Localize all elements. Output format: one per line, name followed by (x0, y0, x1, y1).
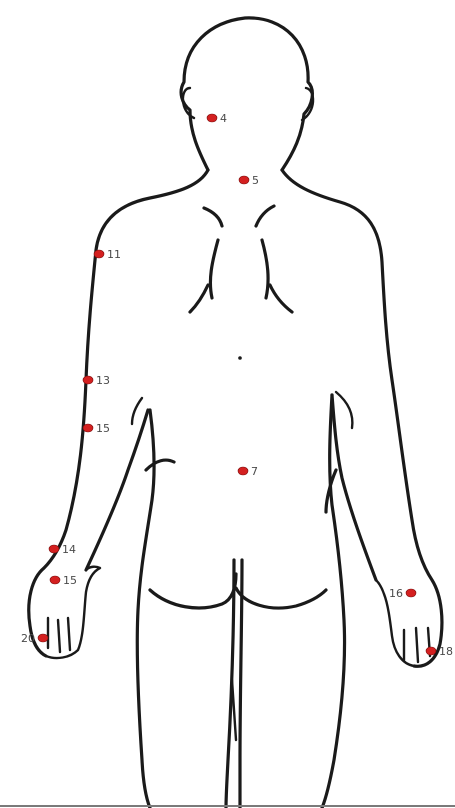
marker-5: 5 (239, 174, 259, 187)
marker-14: 14 (49, 543, 76, 556)
marker-13-dot (83, 376, 93, 384)
right-fingers (404, 628, 430, 662)
marker-15b-dot (50, 576, 60, 584)
marker-15-dot (83, 424, 93, 432)
marker-15b-label: 15 (63, 574, 77, 587)
right-scapula (256, 206, 274, 226)
body-outline (29, 18, 442, 808)
marker-16-dot (406, 589, 416, 597)
marker-5-label: 5 (252, 174, 259, 187)
marker-4: 4 (207, 112, 227, 125)
marker-4-label: 4 (220, 112, 227, 125)
marker-20-label: 20 (21, 632, 35, 645)
left-scapula-lower (210, 240, 218, 298)
marker-14-label: 14 (62, 543, 76, 556)
marker-4-dot (207, 114, 217, 122)
marker-7-label: 7 (251, 465, 258, 478)
marker-20-dot (38, 634, 48, 642)
left-scapula (204, 208, 222, 226)
marker-18-label: 18 (439, 645, 453, 658)
marker-16: 16 (389, 587, 416, 600)
left-scapula-edge (190, 285, 208, 312)
marker-18-dot (426, 647, 436, 655)
marker-15b: 15 (50, 574, 77, 587)
left-fingers (48, 618, 70, 652)
right-scapula-lower (262, 240, 268, 298)
marker-15-label: 15 (96, 422, 110, 435)
spine-dot (238, 356, 242, 360)
marker-20: 20 (21, 632, 48, 645)
right-scapula-edge (270, 285, 292, 312)
marker-5-dot (239, 176, 249, 184)
right-shoulder-arm-outer (282, 170, 442, 666)
marker-7: 7 (238, 465, 258, 478)
left-flank-line (146, 460, 174, 470)
right-elbow-crease (336, 392, 352, 428)
marker-16-label: 16 (389, 587, 403, 600)
marker-13-label: 13 (96, 374, 110, 387)
marker-14-dot (49, 545, 59, 553)
marker-11: 11 (94, 248, 121, 261)
marker-15: 15 (83, 422, 110, 435)
right-torso-side (322, 395, 345, 808)
buttock-crease (150, 574, 326, 608)
left-elbow-crease (132, 398, 142, 424)
marker-7-dot (238, 467, 248, 475)
marker-11-label: 11 (107, 248, 121, 261)
leg-gap (232, 680, 236, 740)
marker-11-dot (94, 250, 104, 258)
head-outline (181, 18, 312, 170)
